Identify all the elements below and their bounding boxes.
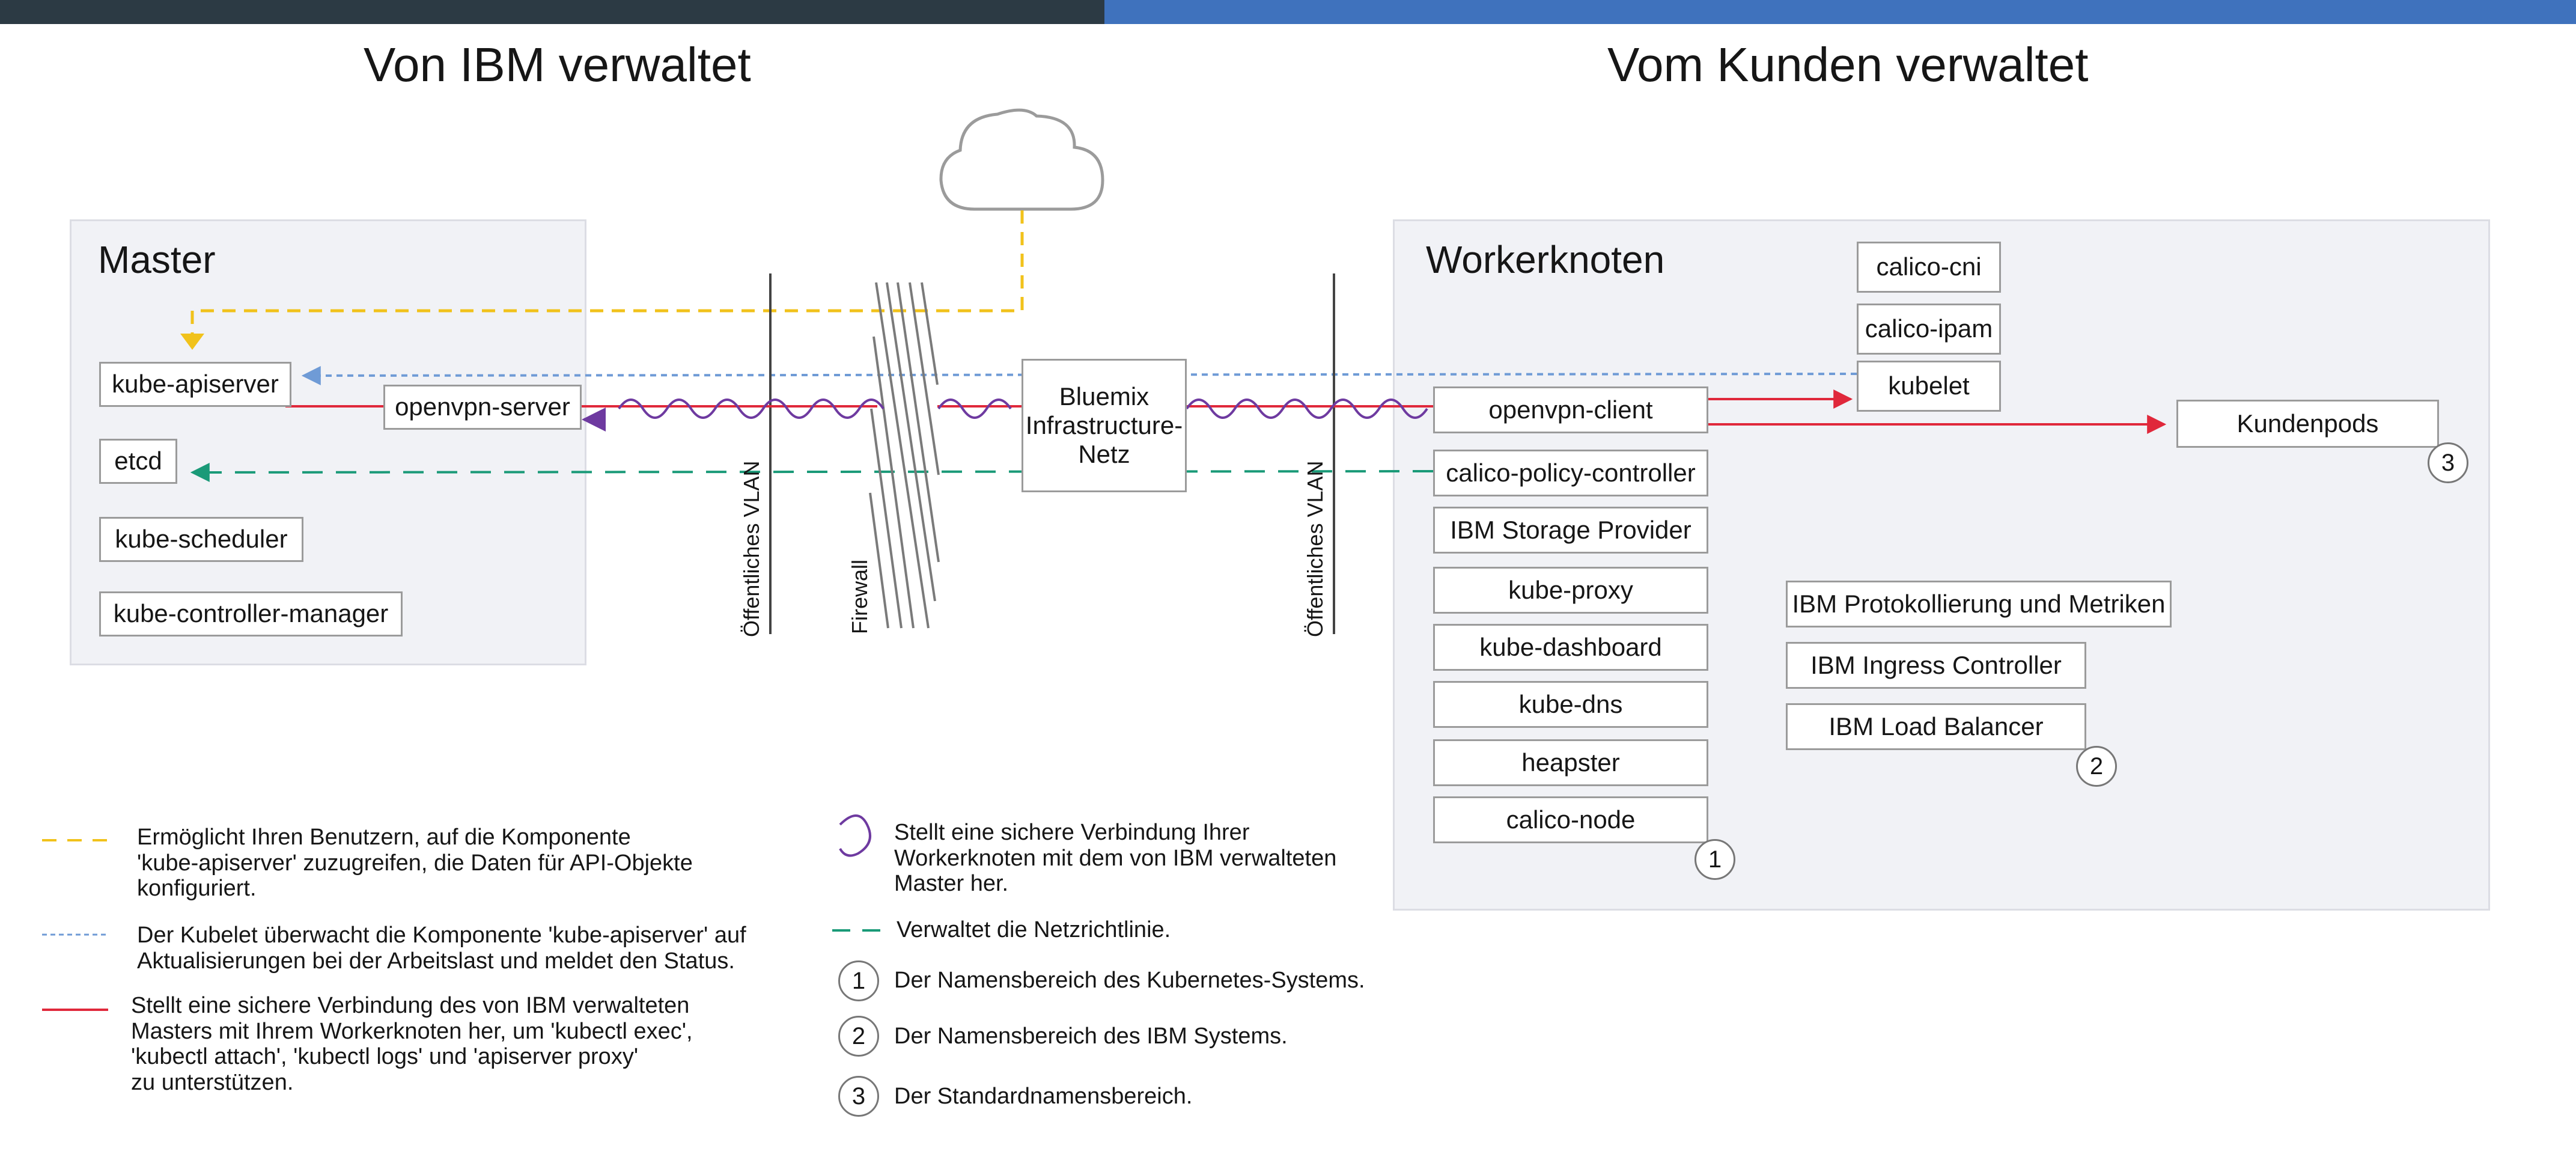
ibm-storage-provider-box: IBM Storage Provider (1433, 507, 1708, 554)
calico-node-box: calico-node (1433, 796, 1708, 843)
coil-connection-icon (618, 398, 1428, 419)
legend-namespace-marker-2: 2 (838, 1016, 879, 1057)
legend-namespace-marker-1: 1 (838, 960, 879, 1001)
bluemix-infrastructure-box: Bluemix Infrastructure- Netz (1022, 359, 1187, 492)
openvpn-client-box: openvpn-client (1433, 386, 1708, 433)
kube-apiserver-box: kube-apiserver (99, 362, 291, 407)
kube-controller-manager-box: kube-controller-manager (99, 591, 403, 637)
public-vlan-label-left: Öffentliches VLAN (739, 460, 764, 637)
kubelet-box: kubelet (1857, 361, 2001, 412)
firewall-label: Firewall (847, 559, 872, 634)
heading-customer-managed: Vom Kunden verwaltet (1607, 38, 2089, 91)
calico-ipam-box: calico-ipam (1857, 304, 2001, 355)
legend-green-dashed-text: Verwaltet die Netzrichtlinie. (897, 917, 1171, 942)
namespace-marker-ibm-system: 2 (2076, 746, 2117, 787)
ibm-load-balancer-box: IBM Load Balancer (1786, 703, 2086, 750)
legend-namespace-1-text: Der Namensbereich des Kubernetes-Systems… (894, 968, 1365, 993)
ibm-ingress-controller-box: IBM Ingress Controller (1786, 642, 2086, 689)
namespace-marker-kube-system: 1 (1694, 839, 1735, 880)
master-title: Master (98, 238, 216, 281)
kube-scheduler-box: kube-scheduler (99, 517, 303, 562)
customer-pods-box: Kundenpods (2176, 400, 2439, 448)
kube-proxy-box: kube-proxy (1433, 567, 1708, 614)
calico-policy-controller-box: calico-policy-controller (1433, 450, 1708, 496)
worker-node-title: Workerknoten (1426, 238, 1665, 281)
legend-namespace-3-text: Der Standardnamensbereich. (894, 1084, 1193, 1109)
namespace-marker-default: 3 (2428, 442, 2468, 483)
legend-namespace-marker-3: 3 (838, 1076, 879, 1117)
legend-blue-dotted-text: Der Kubelet überwacht die Komponente 'ku… (137, 923, 746, 974)
kube-dashboard-box: kube-dashboard (1433, 624, 1708, 671)
legend-red-solid-text: Stellt eine sichere Verbindung des von I… (131, 993, 693, 1095)
cloud-icon (939, 108, 1104, 211)
ibm-logging-metrics-box: IBM Protokollierung und Metriken (1786, 581, 2172, 627)
heapster-box: heapster (1433, 739, 1708, 786)
legend-namespace-2-text: Der Namensbereich des IBM Systems. (894, 1024, 1288, 1049)
kube-dns-box: kube-dns (1433, 681, 1708, 728)
public-vlan-label-right: Öffentliches VLAN (1303, 460, 1327, 637)
calico-cni-box: calico-cni (1857, 242, 2001, 293)
heading-ibm-managed: Von IBM verwaltet (364, 38, 751, 91)
etcd-box: etcd (99, 439, 177, 484)
legend-purple-coil-text: Stellt eine sichere Verbindung Ihrer Wor… (894, 820, 1337, 897)
firewall-icon (869, 282, 940, 629)
legend-yellow-dashed-text: Ermöglicht Ihren Benutzern, auf die Komp… (137, 825, 693, 902)
openvpn-server-box: openvpn-server (383, 385, 582, 430)
top-bar-customer (1104, 0, 2576, 24)
top-bar-ibm (0, 0, 1104, 24)
